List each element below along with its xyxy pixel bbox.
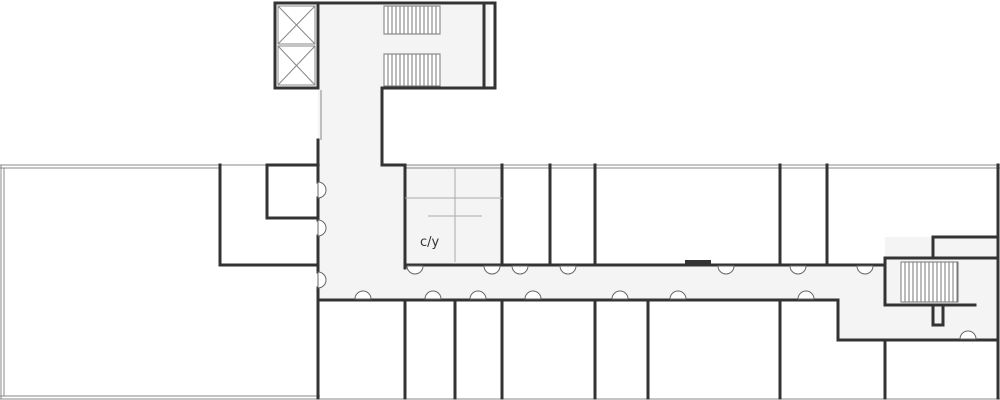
door-swing-icon [406,265,424,275]
wall-block [685,260,711,265]
door-swing-icon [669,290,687,300]
doors [317,181,977,340]
door-swing-icon [856,265,874,275]
door-swing-icon [559,265,577,275]
cy-room-lines [405,168,502,262]
door-swing-icon [424,290,442,300]
door-swing-icon [469,290,487,300]
door-swing-icon [483,265,501,275]
room-label-cy: c/y [420,235,440,250]
door-swing-icon [797,290,815,300]
door-swing-icon [354,290,372,300]
door-swing-icon [511,265,529,275]
outer-outline [0,90,1000,400]
stair-treads-icon [900,261,959,303]
door-swing-icon [611,290,629,300]
walls [218,1,1000,400]
door-swing-icon [317,181,327,199]
door-swing-icon [789,265,807,275]
door-swing-icon [717,265,735,275]
door-swing-icon [317,219,327,237]
door-swing-icon [524,290,542,300]
stair-treads-icon [383,5,441,35]
door-swing-icon [317,271,327,289]
elevator-cross-icon [277,5,316,86]
door-swing-icon [959,330,977,340]
stair-treads-icon [383,53,441,87]
